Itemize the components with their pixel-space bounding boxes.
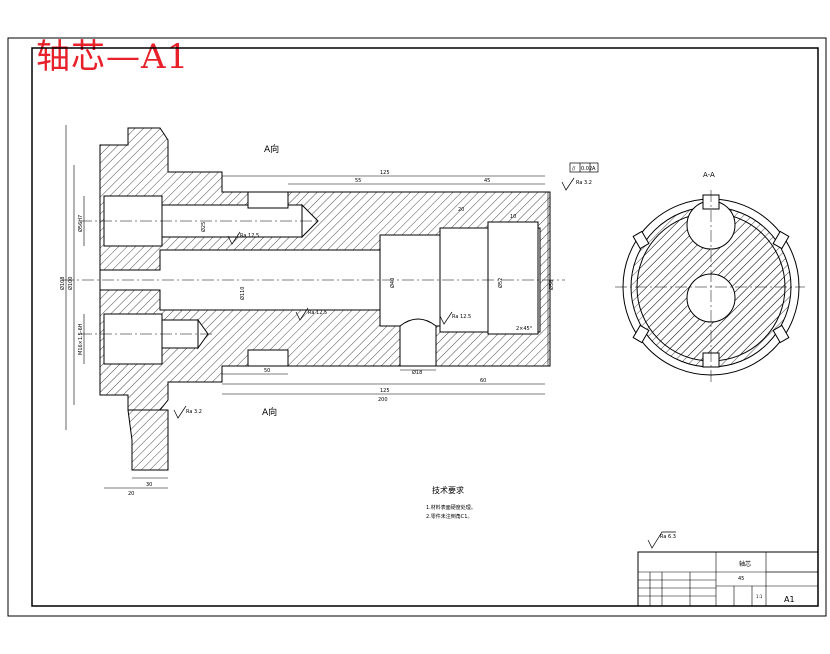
dim-110: Ø110 xyxy=(239,287,246,300)
section-view-circle xyxy=(615,190,805,382)
outer-frame xyxy=(7,37,827,617)
dim-100-left: Ø100 xyxy=(67,277,74,290)
dim-018-bottom: Ø18 xyxy=(412,369,422,376)
roughness-symbol xyxy=(227,231,241,245)
roughness-r2: Ra 12.5 xyxy=(240,233,259,239)
dim-56-right: Ø56 xyxy=(548,280,555,290)
title-block-scale: 1:1 xyxy=(756,594,763,599)
tolerance-frame xyxy=(569,162,599,173)
tech-req-heading: 技术要求 xyxy=(432,485,464,495)
tech-req-item-1: 1.材料表面硬度处理。 xyxy=(426,504,476,511)
dimension-lines xyxy=(65,125,549,489)
dim-56-left: Ø56H7 xyxy=(77,215,84,232)
main-section-view xyxy=(62,127,565,471)
dim-10-top: 10 xyxy=(510,214,516,220)
dim-detail-20: 20 xyxy=(128,491,134,497)
tolerance-value: 0.02 xyxy=(581,166,592,172)
dim-20-top: 20 xyxy=(458,207,464,213)
dim-45-top: 45 xyxy=(484,178,490,184)
title-block-drawing-no: A1 xyxy=(784,595,795,604)
dim-125-bottom: 125 xyxy=(380,388,390,394)
dim-55-top: 55 xyxy=(355,178,361,184)
dim-108-left: Ø108 xyxy=(59,277,66,290)
drawing-title: 轴芯—A1 xyxy=(36,37,190,77)
dim-40: Ø40 xyxy=(389,278,396,288)
tolerance-symbol: // xyxy=(572,166,576,172)
dim-52: Ø52 xyxy=(497,278,504,288)
roughness-symbol xyxy=(439,311,453,325)
dim-50-bottom: 50 xyxy=(264,368,270,374)
roughness-r1: Ra 3.2 xyxy=(576,180,592,186)
dim-60-bottom: 60 xyxy=(480,378,486,384)
title-block xyxy=(637,551,819,607)
dim-thread-left: M16×1.5-6H xyxy=(78,323,84,355)
roughness-general-symbol xyxy=(647,531,676,549)
roughness-symbol xyxy=(295,307,309,321)
title-block-material: 45 xyxy=(738,576,744,582)
roughness-symbol xyxy=(561,177,575,191)
view-label-section: A-A xyxy=(703,171,715,179)
tolerance-datum: A xyxy=(592,166,596,172)
roughness-r4: Ra 12.5 xyxy=(452,314,471,320)
tech-req-item-2: 2.零件未注倒角C1。 xyxy=(426,513,472,520)
roughness-r3: Ra 12.5 xyxy=(308,310,327,316)
dim-chamfer: 2×45° xyxy=(516,326,533,332)
title-block-part-name: 轴芯 xyxy=(739,560,751,568)
dim-25: Ø25 xyxy=(200,222,207,232)
inner-frame xyxy=(31,47,819,607)
view-label-top: A向 xyxy=(264,143,279,155)
roughness-symbol xyxy=(173,405,187,419)
roughness-general: Ra 6.3 xyxy=(660,534,676,540)
view-label-bottom: A向 xyxy=(262,406,277,418)
dim-detail-30: 30 xyxy=(146,482,152,488)
dim-125-top: 125 xyxy=(380,170,390,176)
dim-200-bottom: 200 xyxy=(378,397,388,403)
roughness-r6: Ra 3.2 xyxy=(186,409,202,415)
